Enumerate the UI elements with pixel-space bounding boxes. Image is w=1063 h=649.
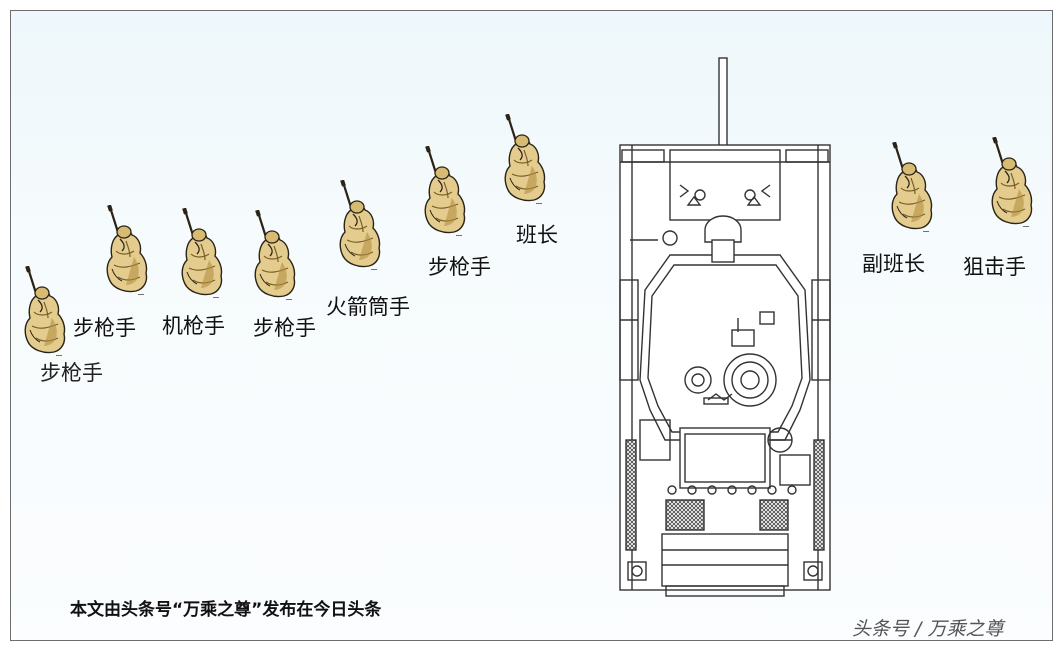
soldier-squad-leader-icon — [498, 114, 550, 204]
publish-notice: 本文由头条号“万乘之尊”发布在今日头条 — [70, 600, 382, 620]
label-rifleman-3: 步枪手 — [73, 316, 136, 340]
label-rocket-gunner: 火箭筒手 — [326, 295, 410, 319]
label-deputy-leader: 副班长 — [862, 252, 925, 276]
soldier-rocket-gunner-icon — [333, 180, 385, 270]
label-rifleman-4: 步枪手 — [40, 361, 103, 385]
label-squad-leader: 班长 — [516, 223, 558, 247]
soldier-machine-gunner-icon — [175, 208, 227, 298]
soldier-rifleman-4-icon — [18, 266, 70, 356]
soldier-deputy-leader-icon — [885, 142, 937, 232]
watermark: 头条号 / 万乘之尊 — [852, 618, 1004, 640]
label-rifleman-1: 步枪手 — [428, 255, 491, 279]
soldier-rifleman-2-icon — [248, 210, 300, 300]
soldier-rifleman-1-icon — [418, 146, 470, 236]
soldier-sniper-icon — [985, 137, 1037, 227]
label-sniper: 狙击手 — [963, 255, 1026, 279]
soldier-rifleman-3-icon — [100, 205, 152, 295]
diagram-frame — [10, 10, 1053, 641]
tank-top-view — [619, 57, 831, 597]
label-machine-gunner: 机枪手 — [162, 314, 225, 338]
label-rifleman-2: 步枪手 — [253, 316, 316, 340]
